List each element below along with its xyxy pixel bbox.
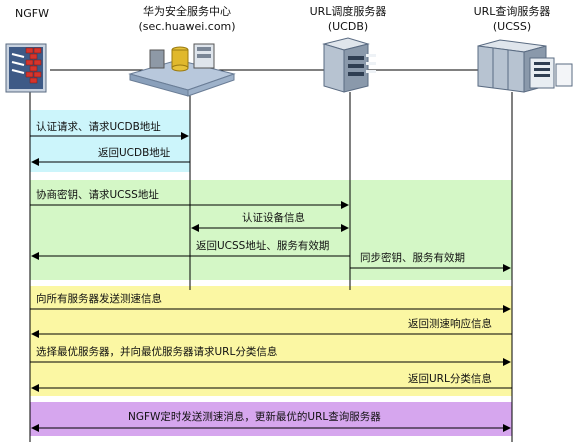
participant-ngfw: NGFW <box>2 6 62 21</box>
band-speed-test <box>30 286 512 396</box>
message-label: 选择最优服务器，并向最优服务器请求URL分类信息 <box>36 346 278 358</box>
message-label: 返回UCDB地址 <box>98 147 171 159</box>
ucss-server-icon <box>477 39 573 93</box>
message-label: 向所有服务器发送测速信息 <box>36 293 162 305</box>
participant-name: URL调度服务器 <box>309 5 387 18</box>
message-label: 认证设备信息 <box>242 212 305 224</box>
participant-subtitle: (sec.huawei.com) <box>138 20 236 33</box>
participant-name: NGFW <box>15 7 49 20</box>
message-label: 返回UCSS地址、服务有效期 <box>196 240 330 252</box>
security-center-server-icon <box>128 43 236 97</box>
participant-name: 华为安全服务中心 <box>143 5 231 18</box>
participant-subtitle: (UCSS) <box>492 20 532 33</box>
message-label: NGFW定时发送测速消息，更新最优的URL查询服务器 <box>128 411 381 423</box>
participant-ucdb: URL调度服务器 (UCDB) <box>298 4 398 34</box>
message-label: 同步密钥、服务有效期 <box>360 252 465 264</box>
participant-subtitle: (UCDB) <box>327 20 369 33</box>
message-label: 认证请求、请求UCDB地址 <box>36 121 161 133</box>
message-label: 返回URL分类信息 <box>408 373 492 385</box>
firewall-icon <box>5 43 47 93</box>
message-label: 返回测速响应信息 <box>408 318 492 330</box>
participant-name: URL查询服务器 <box>473 5 551 18</box>
participant-security-center: 华为安全服务中心 (sec.huawei.com) <box>122 4 252 34</box>
message-label: 协商密钥、请求UCSS地址 <box>36 189 159 201</box>
participant-ucss: URL查询服务器 (UCSS) <box>462 4 562 34</box>
ucdb-server-icon <box>322 37 376 93</box>
